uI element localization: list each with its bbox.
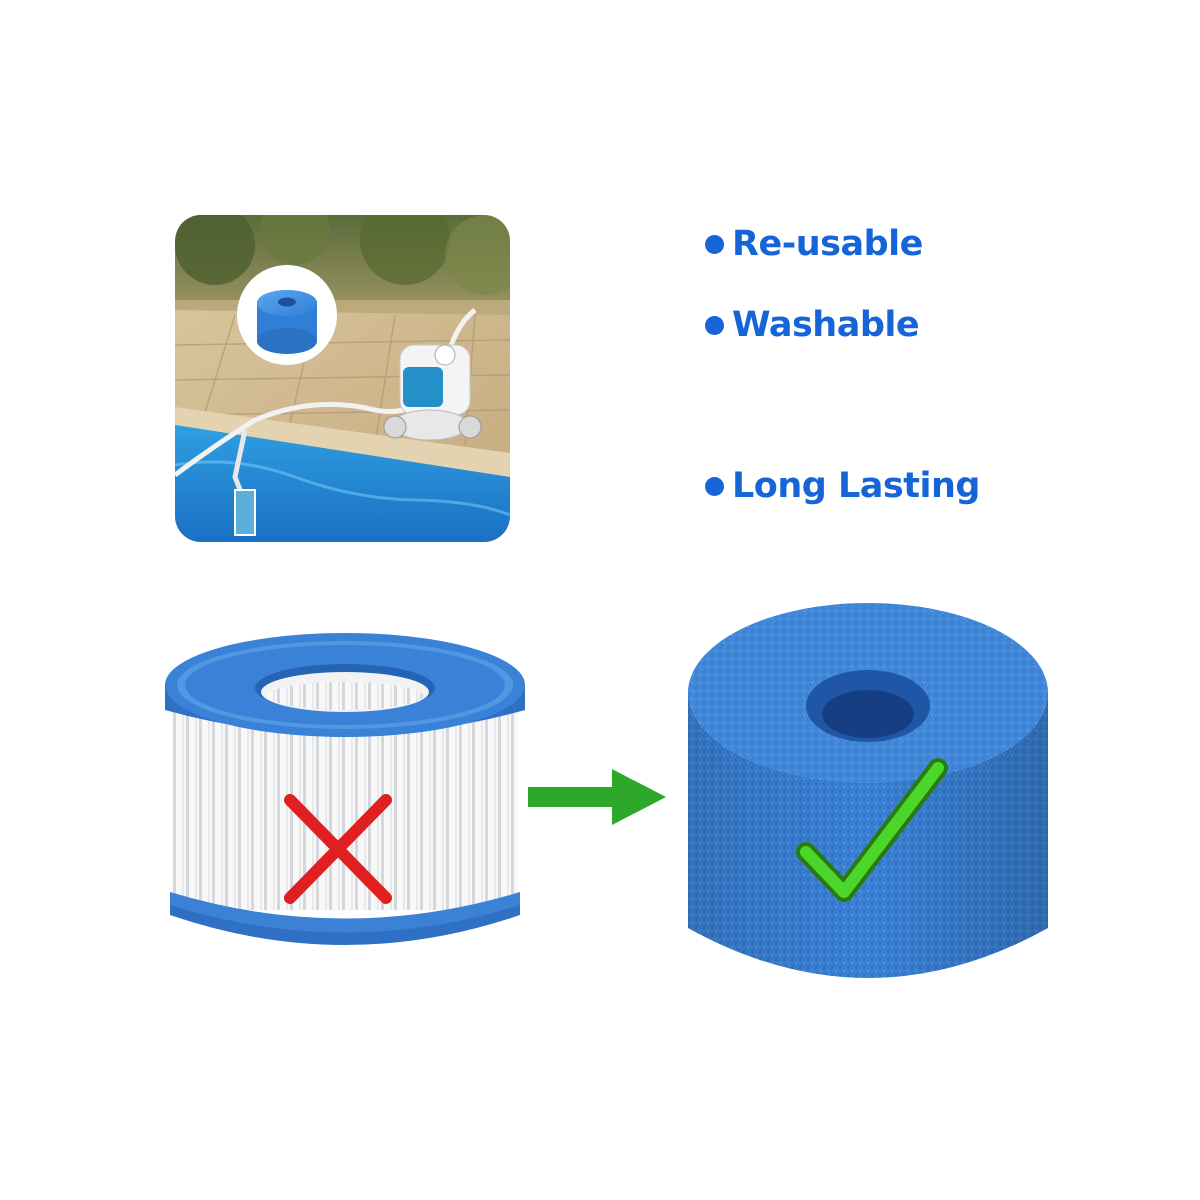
feature-list: Re-usable Washable Long Lasting	[705, 220, 1125, 520]
bullet-icon	[705, 476, 724, 496]
feature-label: Re-usable	[732, 224, 923, 264]
pool-photo	[175, 215, 510, 542]
feature-item: Washable	[705, 305, 920, 345]
feature-item: Re-usable	[705, 224, 923, 264]
bullet-icon	[705, 315, 724, 335]
bullet-icon	[705, 234, 724, 254]
pool-scene-image	[175, 215, 510, 542]
feature-item: Long Lasting	[705, 466, 980, 506]
feature-label: Long Lasting	[732, 466, 980, 506]
foam-sponge-filter-image	[678, 598, 1058, 1012]
green-check-mark-icon	[796, 758, 948, 902]
red-x-mark-icon	[284, 794, 392, 904]
feature-label: Washable	[732, 305, 920, 345]
right-arrow-icon	[528, 767, 668, 831]
pleated-filter-image	[160, 630, 530, 964]
